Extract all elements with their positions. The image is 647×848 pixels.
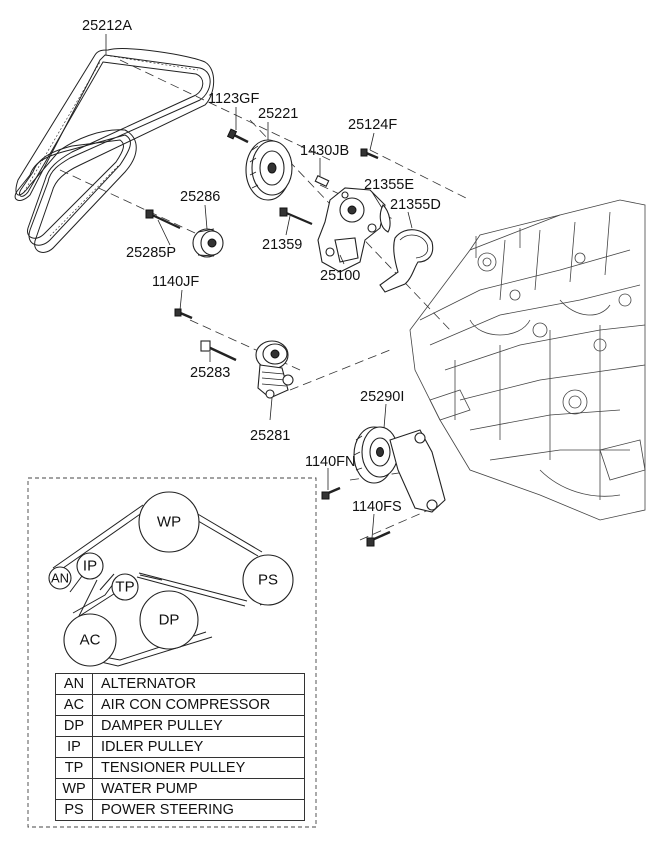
legend-name: WATER PUMP [92,778,305,800]
legend-abbr: TP [55,757,93,779]
pulley-25221 [245,139,293,201]
label-25221: 25221 [258,106,298,122]
label-21359: 21359 [262,237,302,253]
routing-diagram: WP AN IP TP PS DP AC [48,491,294,667]
legend-name: ALTERNATOR [92,673,305,695]
pulley-legend-table: AN ALTERNATOR AC AIR CON COMPRESSOR DP D… [55,673,305,821]
pulley-label-dp: DP [159,612,180,629]
pulley-label-wp: WP [157,514,181,531]
gasket-21355d [379,229,434,293]
legend-name: IDLER PULLEY [92,736,305,758]
label-1140jf: 1140JF [152,274,199,290]
label-1430jb: 1430JB [300,143,349,159]
leader-lines [105,34,413,539]
legend-abbr: WP [55,778,93,800]
bolt-25283 [200,340,237,362]
pulley-wp [138,491,200,553]
label-25290i: 25290I [360,389,404,405]
water-pump-25100 [317,187,386,273]
pulley-an [48,566,72,590]
label-25285p: 25285P [126,245,176,261]
tensioner-25281 [255,340,294,399]
drive-belt [14,48,215,253]
label-21355d: 21355D [390,197,441,213]
pulley-label-ac: AC [80,632,101,649]
legend-abbr: PS [55,799,93,821]
gasket-21355e [379,204,391,233]
label-25212a: 25212A [82,18,132,34]
label-1140fs: 1140FS [352,499,402,515]
label-25124f: 25124F [348,117,397,133]
pulley-label-an: AN [51,571,69,586]
bolt-1140fs [366,530,391,547]
legend-row: WP WATER PUMP [55,778,305,800]
bolt-25124f [360,148,379,160]
label-21355e: 21355E [364,177,414,193]
legend-name: TENSIONER PULLEY [92,757,305,779]
legend-abbr: AC [55,694,93,716]
pulley-dp [139,590,199,650]
bolt-1140jf [174,308,193,320]
label-25283: 25283 [190,365,230,381]
pulley-ps [242,554,294,606]
legend-row: AC AIR CON COMPRESSOR [55,694,305,716]
pulley-ip [76,552,104,580]
legend-row: PS POWER STEERING [55,799,305,821]
label-1140fn: 1140FN [305,454,356,470]
legend-abbr: IP [55,736,93,758]
label-25100: 25100 [320,268,360,284]
bolt-25285p [145,209,181,229]
bolt-1123gf [226,128,249,144]
damper-pulley-25290i [353,426,446,513]
bolt-1140fn [321,486,341,500]
legend-name: POWER STEERING [92,799,305,821]
legend-row: AN ALTERNATOR [55,673,305,695]
engine-block [409,199,646,521]
pulley-label-ps: PS [258,572,278,589]
bolt-21359 [279,207,313,226]
label-25281: 25281 [250,428,290,444]
pulley-ac [63,613,117,667]
pulley-label-ip: IP [83,558,97,575]
legend-name: AIR CON COMPRESSOR [92,694,305,716]
part-labels: 25212A 1123GF 25221 25124F 1430JB 21355E… [82,18,441,515]
legend-name: DAMPER PULLEY [92,715,305,737]
legend-row: DP DAMPER PULLEY [55,715,305,737]
label-1123gf: 1123GF [208,91,259,107]
legend-row: TP TENSIONER PULLEY [55,757,305,779]
pin-1430jb [314,175,330,187]
routing-inset-frame [27,477,317,828]
pulley-tp [111,573,139,601]
idler-pulley-25286 [192,228,224,258]
legend-abbr: AN [55,673,93,695]
label-25286: 25286 [180,189,220,205]
pulley-label-tp: TP [115,579,134,596]
legend-abbr: DP [55,715,93,737]
legend-row: IP IDLER PULLEY [55,736,305,758]
